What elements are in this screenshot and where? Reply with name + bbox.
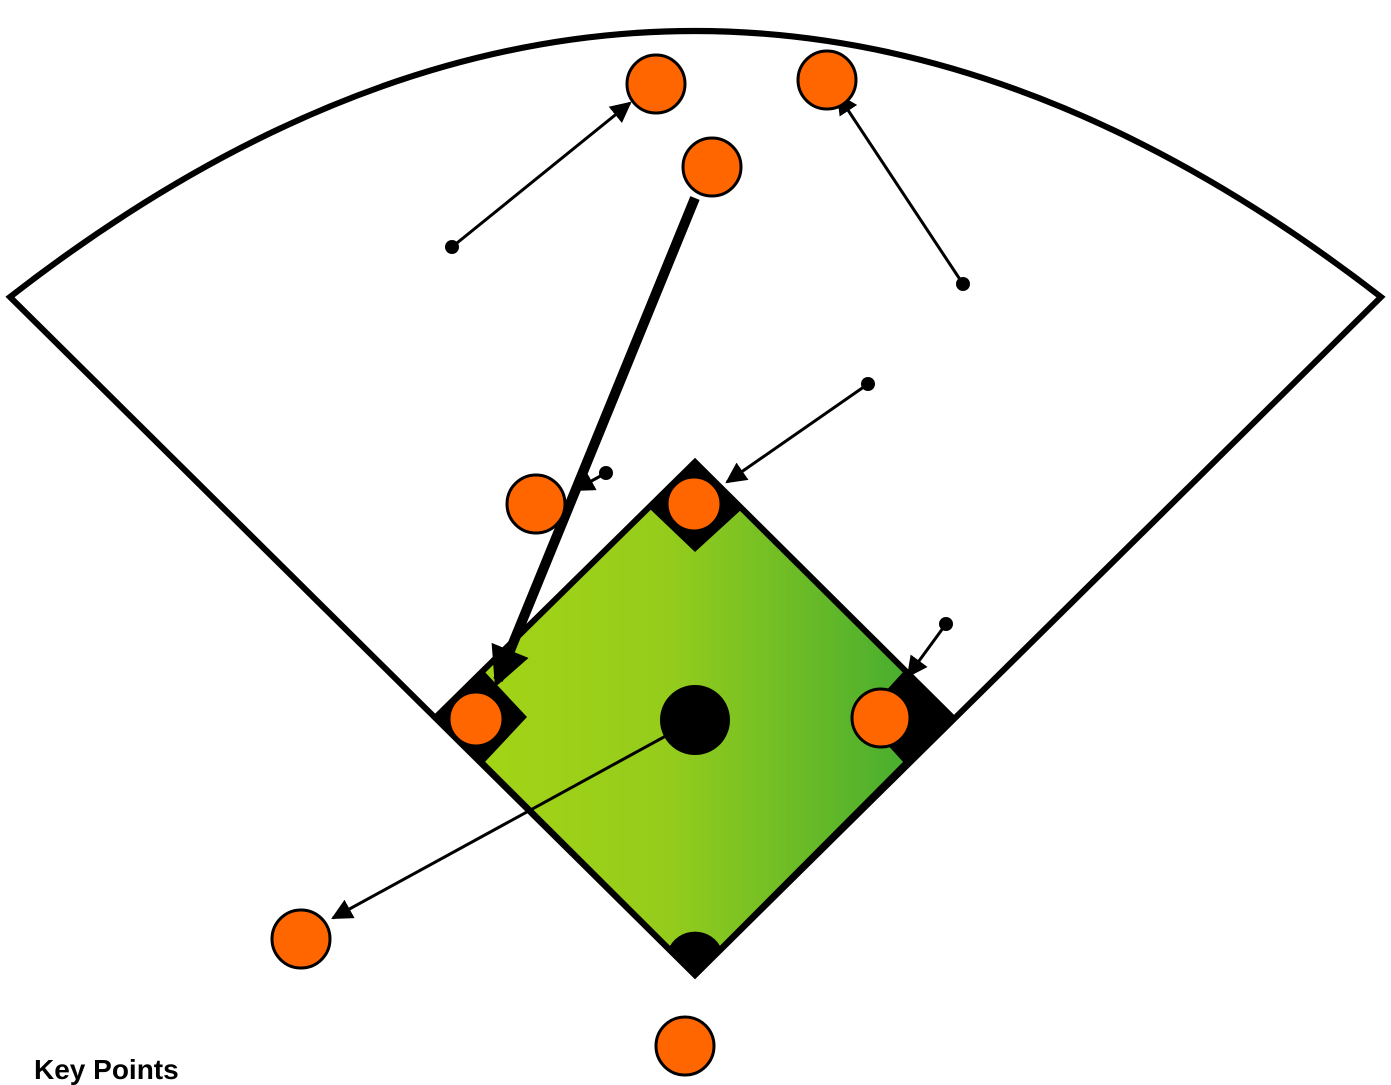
arrow-ball-to-left [331,718,696,920]
key-points-title: Key Points [34,1054,179,1085]
arrow-2b-to-second [725,382,869,484]
start-dot-1b [939,617,953,631]
player-center-fielder [681,136,743,198]
player-third-baseman [447,690,505,748]
start-dot-2b [861,377,875,391]
throw-arrow-cf-to-third [491,196,700,688]
start-dot-ss [599,466,613,480]
player-second-baseman [665,475,723,533]
player-first-baseman [850,687,912,749]
players [270,49,912,1077]
player-shortstop [505,473,567,535]
start-dot-lf [445,240,459,254]
arrow-rf-to-deep-right [836,93,965,285]
start-dot-rf [956,277,970,291]
movement-start-dots [445,240,970,631]
player-right-fielder [796,49,858,111]
player-left-fielder [625,53,687,115]
player-left-runner [270,908,332,970]
player-catcher [654,1015,716,1077]
arrow-lf-to-deep-left [451,101,632,249]
home-plate [668,931,722,978]
arrow-1b-to-first [906,623,948,678]
